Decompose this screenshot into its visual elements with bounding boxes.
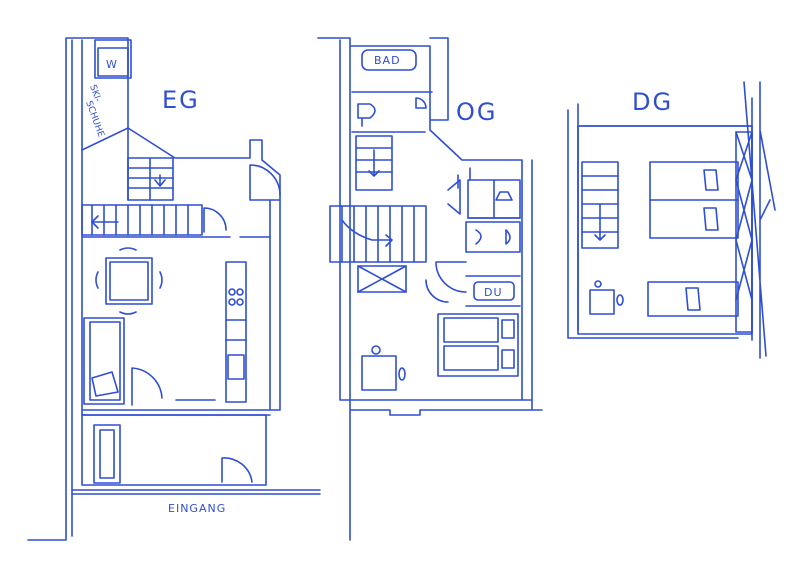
eg-kitchen bbox=[225, 261, 247, 403]
og-floor-label: OG bbox=[456, 98, 498, 126]
du-label: DU bbox=[484, 286, 503, 299]
og-storage-x bbox=[357, 265, 407, 293]
schuhe-label: SCHUHE bbox=[83, 100, 105, 139]
og-bad-sign bbox=[361, 49, 417, 71]
dg-staircase bbox=[581, 161, 619, 249]
bad-label: BAD bbox=[374, 54, 401, 67]
dg-beds bbox=[647, 161, 739, 317]
og-floor-plan bbox=[317, 37, 543, 541]
eg-w-box bbox=[97, 47, 129, 77]
dg-floor-plan bbox=[567, 81, 776, 359]
eg-entrance bbox=[71, 414, 321, 495]
w-label: W bbox=[106, 58, 118, 71]
og-du-sign bbox=[473, 281, 515, 301]
og-desk bbox=[361, 355, 397, 391]
eingang-label: EINGANG bbox=[168, 502, 226, 515]
dg-desk bbox=[589, 289, 615, 315]
og-beds bbox=[437, 313, 519, 377]
eg-sofa bbox=[83, 317, 125, 405]
eg-floor-label: EG bbox=[162, 86, 200, 114]
eg-staircase bbox=[81, 157, 203, 236]
og-staircase bbox=[329, 135, 427, 263]
eg-dining-table bbox=[95, 247, 163, 315]
dg-floor-label: DG bbox=[632, 88, 673, 116]
og-outer-walls bbox=[317, 37, 543, 541]
eg-floor-plan bbox=[27, 37, 321, 541]
